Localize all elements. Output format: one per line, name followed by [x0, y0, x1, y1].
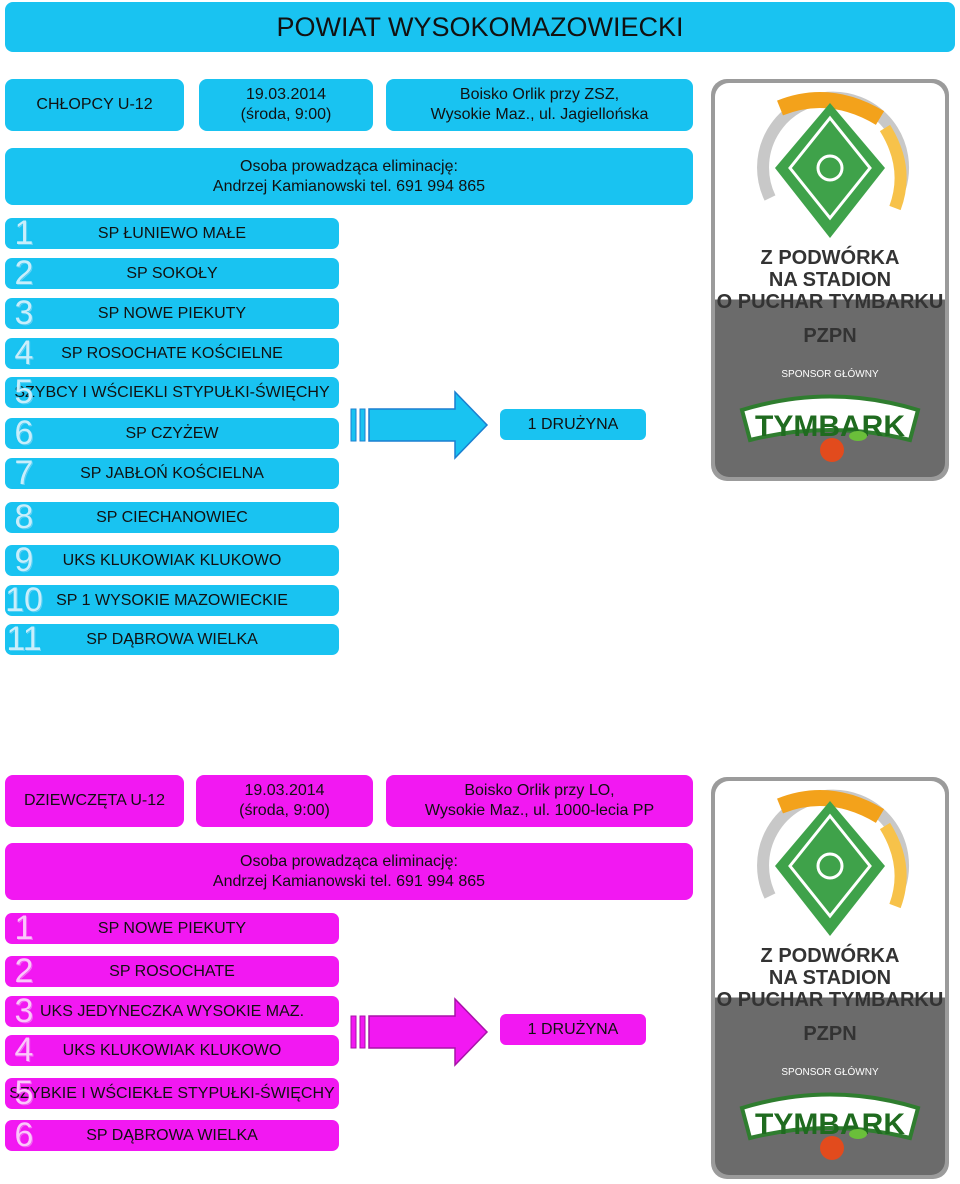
- logo-sponsor: SPONSOR GŁÓWNY: [781, 367, 879, 380]
- girls-team-name: UKS JEDYNECZKA WYSOKIE MAZ.: [39, 1002, 305, 1020]
- boys-team-number: 4: [14, 334, 34, 372]
- boys-team-row: SP ŁUNIEWO MAŁE: [5, 218, 339, 249]
- page-title: POWIAT WYSOKOMAZOWIECKI: [5, 2, 955, 52]
- boys-team-number: 10: [5, 581, 43, 619]
- girls-team-number: 4: [14, 1031, 34, 1069]
- girls-team-name: SP DĄBROWA WIELKA: [86, 1126, 258, 1144]
- tournament-logo-icon-2: Z PODWÓRKA NA STADION O PUCHAR TYMBARKU …: [711, 777, 949, 1179]
- logo2-line3: O PUCHAR TYMBARKU: [717, 989, 944, 1011]
- boys-result-text: 1 DRUŻYNA: [527, 415, 619, 433]
- girls-team-row: SP ROSOCHATE: [5, 956, 339, 987]
- logo2-line2: NA STADION: [769, 967, 891, 989]
- boys-organizer: Osoba prowadząca eliminację: Andrzej Kam…: [5, 148, 693, 205]
- boys-team-name: SP ROSOCHATE KOŚCIELNE: [61, 344, 283, 362]
- boys-team-name: SP SOKOŁY: [126, 264, 218, 282]
- girls-organizer: Osoba prowadząca eliminację: Andrzej Kam…: [5, 843, 693, 900]
- boys-team-number: 7: [14, 454, 34, 492]
- boys-team-name: SP CZYŻEW: [125, 424, 219, 442]
- boys-team-name: SP ŁUNIEWO MAŁE: [97, 224, 247, 242]
- boys-team-name: SP NOWE PIEKUTY: [97, 304, 247, 322]
- boys-venue-line1: Boisko Orlik przy ZSZ,: [459, 86, 620, 103]
- boys-organizer-line1: Osoba prowadząca eliminację:: [240, 157, 458, 175]
- girls-team-number: 3: [14, 992, 34, 1030]
- boys-team-row: SP ROSOCHATE KOŚCIELNE: [5, 338, 339, 369]
- boys-date-line2: (środa, 9:00): [240, 106, 332, 123]
- boys-team-name: SP 1 WYSOKIE MAZOWIECKIE: [56, 591, 288, 609]
- girls-team-number: 1: [14, 909, 34, 947]
- girls-venue: Boisko Orlik przy LO, Wysokie Maz., ul. …: [386, 775, 693, 827]
- boys-date: 19.03.2014 (środa, 9:00): [199, 79, 373, 131]
- logo2-org: PZPN: [803, 1023, 856, 1045]
- logo-line2: NA STADION: [769, 269, 891, 291]
- girls-team-name: SP ROSOCHATE: [109, 962, 235, 980]
- boys-team-name: SZYBCY I WŚCIEKLI STYPUŁKI-ŚWIĘCHY: [14, 383, 330, 401]
- boys-team-number: 2: [14, 254, 34, 292]
- boys-result: 1 DRUŻYNA: [500, 409, 646, 440]
- boys-organizer-line2: Andrzej Kamianowski tel. 691 994 865: [212, 177, 486, 195]
- girls-organizer-line2: Andrzej Kamianowski tel. 691 994 865: [212, 872, 486, 890]
- boys-venue: Boisko Orlik przy ZSZ, Wysokie Maz., ul.…: [386, 79, 693, 131]
- girls-category-text: DZIEWCZĘTA U-12: [23, 792, 166, 809]
- boys-team-row: SP SOKOŁY: [5, 258, 339, 289]
- boys-team-number: 3: [14, 294, 34, 332]
- boys-team-row: SP JABŁOŃ KOŚCIELNA: [5, 458, 339, 489]
- girls-team-name: UKS KLUKOWIAK KLUKOWO: [62, 1041, 282, 1059]
- girls-team-row: UKS KLUKOWIAK KLUKOWO: [5, 1035, 339, 1066]
- girls-date-line2: (środa, 9:00): [239, 802, 330, 819]
- girls-venue-line2: Wysokie Maz., ul. 1000-lecia PP: [424, 802, 655, 819]
- logo-line1: Z PODWÓRKA: [761, 245, 900, 269]
- boys-team-name: SP JABŁOŃ KOŚCIELNA: [80, 464, 264, 482]
- girls-team-number: 5: [14, 1074, 34, 1112]
- boys-date-line1: 19.03.2014: [245, 86, 327, 103]
- logo2-brand: TYMBARK: [755, 1108, 905, 1141]
- boys-team-number: 6: [14, 414, 34, 452]
- girls-result: 1 DRUŻYNA: [500, 1014, 646, 1045]
- boys-team-row: SP NOWE PIEKUTY: [5, 298, 339, 329]
- girls-organizer-line1: Osoba prowadząca eliminację:: [240, 852, 458, 870]
- girls-venue-line1: Boisko Orlik przy LO,: [464, 782, 615, 799]
- boys-venue-line2: Wysokie Maz., ul. Jagiellońska: [430, 106, 649, 123]
- boys-category-text: CHŁOPCY U-12: [36, 96, 153, 113]
- logo-line3: O PUCHAR TYMBARKU: [717, 291, 944, 313]
- boys-team-number: 5: [14, 373, 34, 411]
- girls-team-number: 6: [14, 1116, 34, 1154]
- boys-team-row: SP DĄBROWA WIELKA: [5, 624, 339, 655]
- boys-team-row: SP CIECHANOWIEC: [5, 502, 339, 533]
- boys-team-name: SP DĄBROWA WIELKA: [86, 630, 258, 648]
- boys-team-row: SP 1 WYSOKIE MAZOWIECKIE: [5, 585, 339, 616]
- girls-team-row: SP NOWE PIEKUTY: [5, 913, 339, 944]
- boys-team-number: 9: [14, 541, 34, 579]
- boys-team-row: UKS KLUKOWIAK KLUKOWO: [5, 545, 339, 576]
- boys-team-number: 8: [14, 498, 34, 536]
- boys-team-name: SP CIECHANOWIEC: [96, 508, 248, 526]
- girls-date-line1: 19.03.2014: [244, 782, 325, 799]
- girls-category: DZIEWCZĘTA U-12: [5, 775, 184, 827]
- logo-brand: TYMBARK: [755, 410, 905, 443]
- girls-team-row: UKS JEDYNECZKA WYSOKIE MAZ.: [5, 996, 339, 1027]
- page-title-text: POWIAT WYSOKOMAZOWIECKI: [276, 11, 684, 42]
- logo2-line1: Z PODWÓRKA: [761, 943, 900, 967]
- logo-org: PZPN: [803, 325, 856, 347]
- girls-result-text: 1 DRUŻYNA: [527, 1020, 619, 1038]
- boys-category: CHŁOPCY U-12: [5, 79, 184, 131]
- tournament-logo-icon: Z PODWÓRKA NA STADION O PUCHAR TYMBARKU …: [711, 79, 949, 481]
- logo2-sponsor: SPONSOR GŁÓWNY: [781, 1065, 879, 1078]
- girls-arrow-icon: [350, 997, 489, 1067]
- girls-date: 19.03.2014 (środa, 9:00): [196, 775, 373, 827]
- girls-team-name: SP NOWE PIEKUTY: [97, 919, 247, 937]
- boys-team-row: SZYBCY I WŚCIEKLI STYPUŁKI-ŚWIĘCHY: [5, 377, 339, 408]
- girls-team-name: SZYBKIE I WŚCIEKŁE STYPUŁKI-ŚWIĘCHY: [9, 1084, 335, 1102]
- boys-arrow-icon: [350, 390, 489, 460]
- boys-team-row: SP CZYŻEW: [5, 418, 339, 449]
- boys-team-number: 1: [14, 214, 34, 252]
- girls-team-row: SZYBKIE I WŚCIEKŁE STYPUŁKI-ŚWIĘCHY: [5, 1078, 339, 1109]
- girls-team-number: 2: [14, 952, 34, 990]
- girls-team-row: SP DĄBROWA WIELKA: [5, 1120, 339, 1151]
- boys-team-number: 11: [6, 620, 42, 658]
- boys-team-name: UKS KLUKOWIAK KLUKOWO: [62, 551, 282, 569]
